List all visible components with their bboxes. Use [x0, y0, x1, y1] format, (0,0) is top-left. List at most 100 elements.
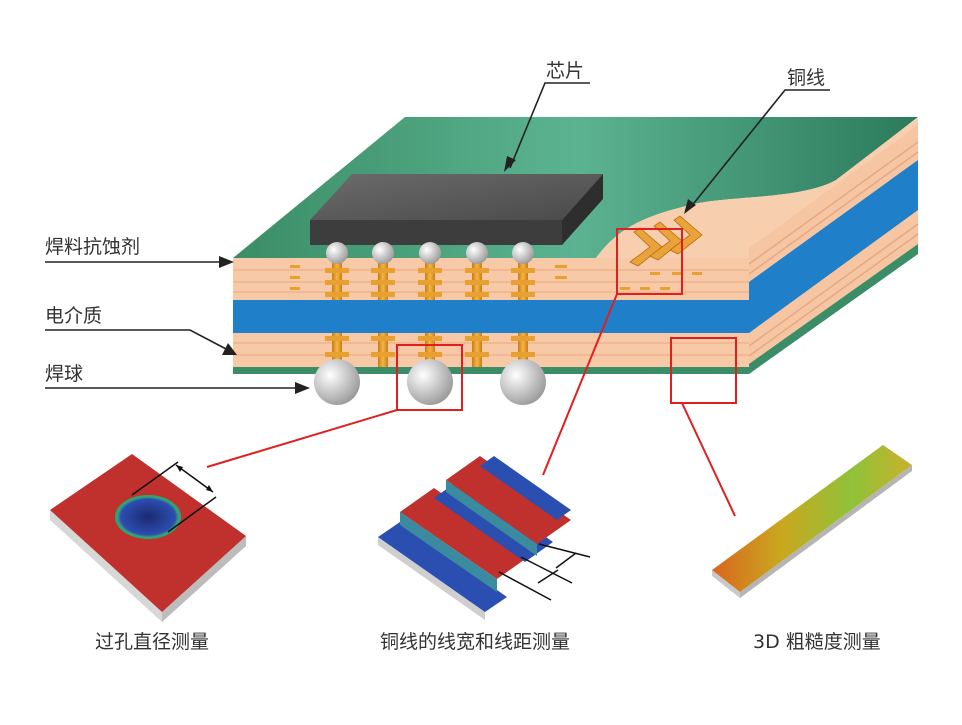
copper-dash [660, 287, 670, 290]
via-dimension-arrow [175, 464, 214, 493]
line-dimension-line [498, 571, 552, 601]
copper-pad [325, 292, 349, 297]
label-dielectric: 电介质 [45, 305, 102, 327]
copper-dashes [290, 265, 702, 290]
copper-pillar-lower [378, 333, 388, 367]
chip-front-face [310, 220, 562, 245]
copper-pad [511, 352, 535, 357]
label-copper-line: 铜线 [787, 67, 825, 89]
line-surface-red-2-front [446, 480, 537, 556]
line-dimension-arrow [555, 552, 577, 569]
front-peach-lower [233, 333, 749, 367]
copper-dash [290, 287, 300, 290]
copper-pad [371, 352, 395, 357]
chip-bump [372, 242, 394, 264]
solder-ball [500, 359, 546, 405]
copper-line-leader-line [689, 89, 830, 209]
line-connector [542, 293, 618, 476]
line-dimension-line [538, 543, 591, 558]
copper-pad [418, 292, 442, 297]
chip-bumps [326, 242, 534, 264]
copper-pad [511, 336, 535, 341]
line-surface-red-1-front [400, 512, 497, 592]
copper-dash [555, 276, 567, 279]
via-surface-side-right [162, 536, 246, 622]
copper-pad [325, 268, 349, 273]
line-surface-blue-3 [480, 456, 571, 520]
copper-pillar-lower [472, 333, 482, 367]
board-side-blue-layer [749, 160, 918, 333]
chip [310, 174, 603, 245]
line-surface-red-1-top [400, 488, 531, 579]
caption-via: 过孔直径测量 [95, 631, 209, 653]
highlight-boxes [206, 228, 737, 517]
line-surface-base-side [378, 537, 485, 620]
copper-dash [672, 272, 682, 275]
front-dielectric-blue [233, 300, 749, 333]
chip-side-face [562, 174, 603, 245]
copper-pillars [325, 258, 535, 367]
via-surface-side-left [50, 510, 162, 622]
chip-arrowhead [504, 156, 516, 172]
copper-dash [692, 272, 702, 275]
chip-bump [466, 242, 488, 264]
line-surface-red-2-top [446, 456, 571, 544]
copper-pad [465, 268, 489, 273]
board-side-line-2 [748, 151, 919, 275]
dielectric-arrowhead [222, 343, 237, 355]
exposed-copper-area [596, 118, 918, 262]
label-solder-ball: 焊球 [45, 363, 83, 385]
copper-chevron [669, 215, 703, 255]
roughness-highlight-box [670, 337, 737, 404]
via-highlight-box [396, 344, 463, 411]
board-side-lines [748, 141, 919, 265]
chip-leader-line [509, 82, 590, 169]
solder-ball [407, 359, 453, 405]
copper-dash [640, 287, 650, 290]
via-dimension-arrowhead [176, 465, 183, 472]
board-side-green-bottom [749, 244, 918, 374]
copper-pad [418, 352, 442, 357]
via-dimension-arrowhead [206, 485, 213, 492]
copper-pillar-upper [332, 258, 342, 300]
line-dimension-arrow [537, 569, 559, 584]
solder-ball [314, 359, 360, 405]
label-arrowheads [219, 156, 696, 394]
copper-pillar-lower [332, 333, 342, 367]
copper-dash [650, 272, 660, 275]
copper-pillar-upper [378, 258, 388, 300]
board-side-line-4 [748, 233, 919, 357]
line-highlight-box [616, 228, 683, 295]
via-surface-3d [50, 454, 246, 622]
copper-pillar-upper [425, 258, 435, 300]
chip-bump [419, 242, 441, 264]
copper-pad [465, 280, 489, 285]
copper-dash [290, 276, 300, 279]
roughness-connector [681, 402, 736, 517]
roughness-strip-side-right [740, 465, 912, 598]
copper-pad [511, 268, 535, 273]
line-dimension-line [520, 556, 573, 584]
via-hole [115, 495, 181, 539]
dielectric-leader-line [45, 329, 229, 351]
copper-pillar-lower [518, 333, 528, 367]
copper-pad [465, 292, 489, 297]
copper-pad [418, 336, 442, 341]
via-connector [206, 409, 398, 468]
copper-line-arrowhead [684, 199, 696, 214]
label-leaders [45, 82, 830, 389]
solder-balls [314, 359, 546, 405]
solder-ball-arrowhead [295, 382, 310, 394]
via-diameter-line [131, 461, 179, 496]
label-solder-resist: 焊料抗蚀剂 [45, 236, 140, 258]
roughness-surface-3d [712, 445, 912, 598]
copper-pad [371, 292, 395, 297]
copper-pad [371, 336, 395, 341]
copper-pad [371, 268, 395, 273]
copper-pad [418, 268, 442, 273]
copper-chevron [649, 221, 683, 261]
board-side-line-3 [748, 223, 919, 347]
chip-bump [512, 242, 534, 264]
copper-dash [555, 265, 567, 268]
